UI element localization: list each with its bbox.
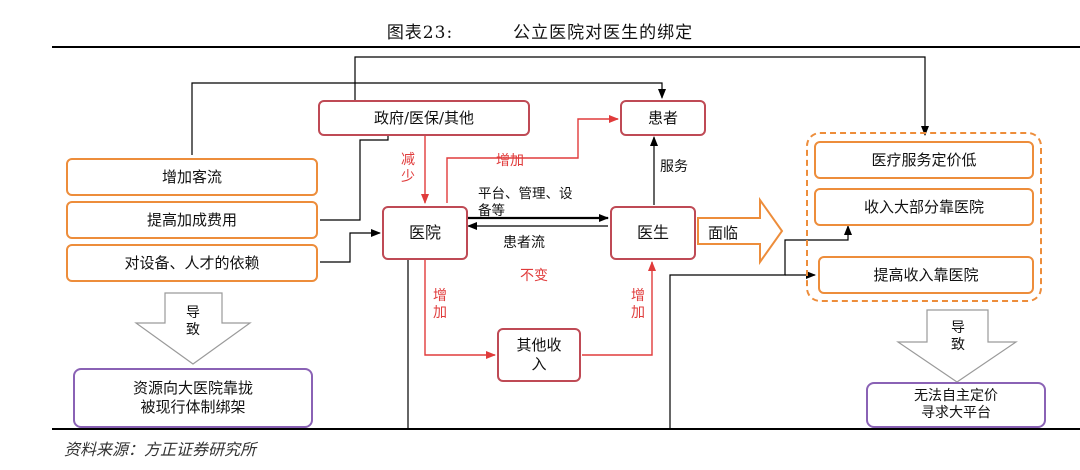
hospital-to-patient-arrow <box>446 115 619 203</box>
left-lead-arrow <box>134 292 252 365</box>
right-dashed-group <box>806 132 1042 302</box>
bottom-rule <box>52 428 1080 430</box>
doctor-box: 医生 <box>610 206 696 260</box>
bottom-to-right-line <box>669 225 852 428</box>
label-unchanged: 不变 <box>520 268 548 284</box>
equipment-to-hospital-line <box>320 229 381 263</box>
right-result-line-1: 无法自主定价 <box>914 387 998 404</box>
source-note: 资料来源：方正证券研究所 <box>64 440 257 459</box>
top-rule <box>52 46 1080 48</box>
right-result-line-2: 寻求大平台 <box>921 405 991 421</box>
label-service: 服务 <box>660 159 688 175</box>
figure-title: 图表23: 公立医院对医生的绑定 <box>0 18 1080 43</box>
face-arrow <box>697 196 784 266</box>
left-result-box: 资源向大医院靠拢 被现行体制绑架 <box>73 368 313 428</box>
left-box-equipment-reliance: 对设备、人才的依赖 <box>66 244 318 282</box>
other-income-line-2: 入 <box>531 355 547 373</box>
label-platform-line-1: 平台、管理、设 <box>478 186 573 202</box>
hospital-box: 医院 <box>382 206 468 260</box>
label-platform: 平台、管理、设 备等 <box>478 186 573 220</box>
patient-box: 患者 <box>620 100 706 136</box>
label-reduce: 减少 <box>401 152 415 185</box>
hospital-to-income-arrow <box>424 260 496 359</box>
left-box-more-patients: 增加客流 <box>66 158 318 196</box>
right-box-income-from-hospital: 收入大部分靠医院 <box>814 188 1034 226</box>
left-lead-label: 导致 <box>186 305 200 338</box>
figure-title-text: 公立医院对医生的绑定 <box>513 23 694 43</box>
left-result-line-2: 被现行体制绑架 <box>140 398 246 416</box>
right-box-low-pricing: 医疗服务定价低 <box>814 141 1034 179</box>
income-to-doctor-arrow <box>582 261 656 356</box>
other-income-line-1: 其他收 <box>516 336 562 355</box>
label-increase-right: 增加 <box>631 288 645 321</box>
right-lead-label: 导致 <box>951 320 965 353</box>
left-result-line-1: 资源向大医院靠拢 <box>132 379 253 398</box>
label-platform-line-2: 备等 <box>478 203 505 219</box>
to-patient-line <box>191 82 666 155</box>
top-loop-line <box>354 56 929 136</box>
label-increase-patient: 增加 <box>496 153 524 169</box>
markup-to-govt-line <box>320 136 389 221</box>
label-increase-left: 增加 <box>433 288 447 321</box>
label-patient-flow: 患者流 <box>503 235 545 251</box>
face-arrow-label: 面临 <box>708 224 739 242</box>
govt-insurance-box: 政府/医保/其他 <box>318 100 530 136</box>
other-income-box: 其他收 入 <box>497 328 581 382</box>
left-box-raise-markup: 提高加成费用 <box>66 201 318 239</box>
figure-number: 图表23: <box>386 23 454 43</box>
right-result-box: 无法自主定价 寻求大平台 <box>866 382 1046 428</box>
right-box-raise-income: 提高收入靠医院 <box>818 256 1034 294</box>
right-lead-arrow <box>896 309 1018 383</box>
